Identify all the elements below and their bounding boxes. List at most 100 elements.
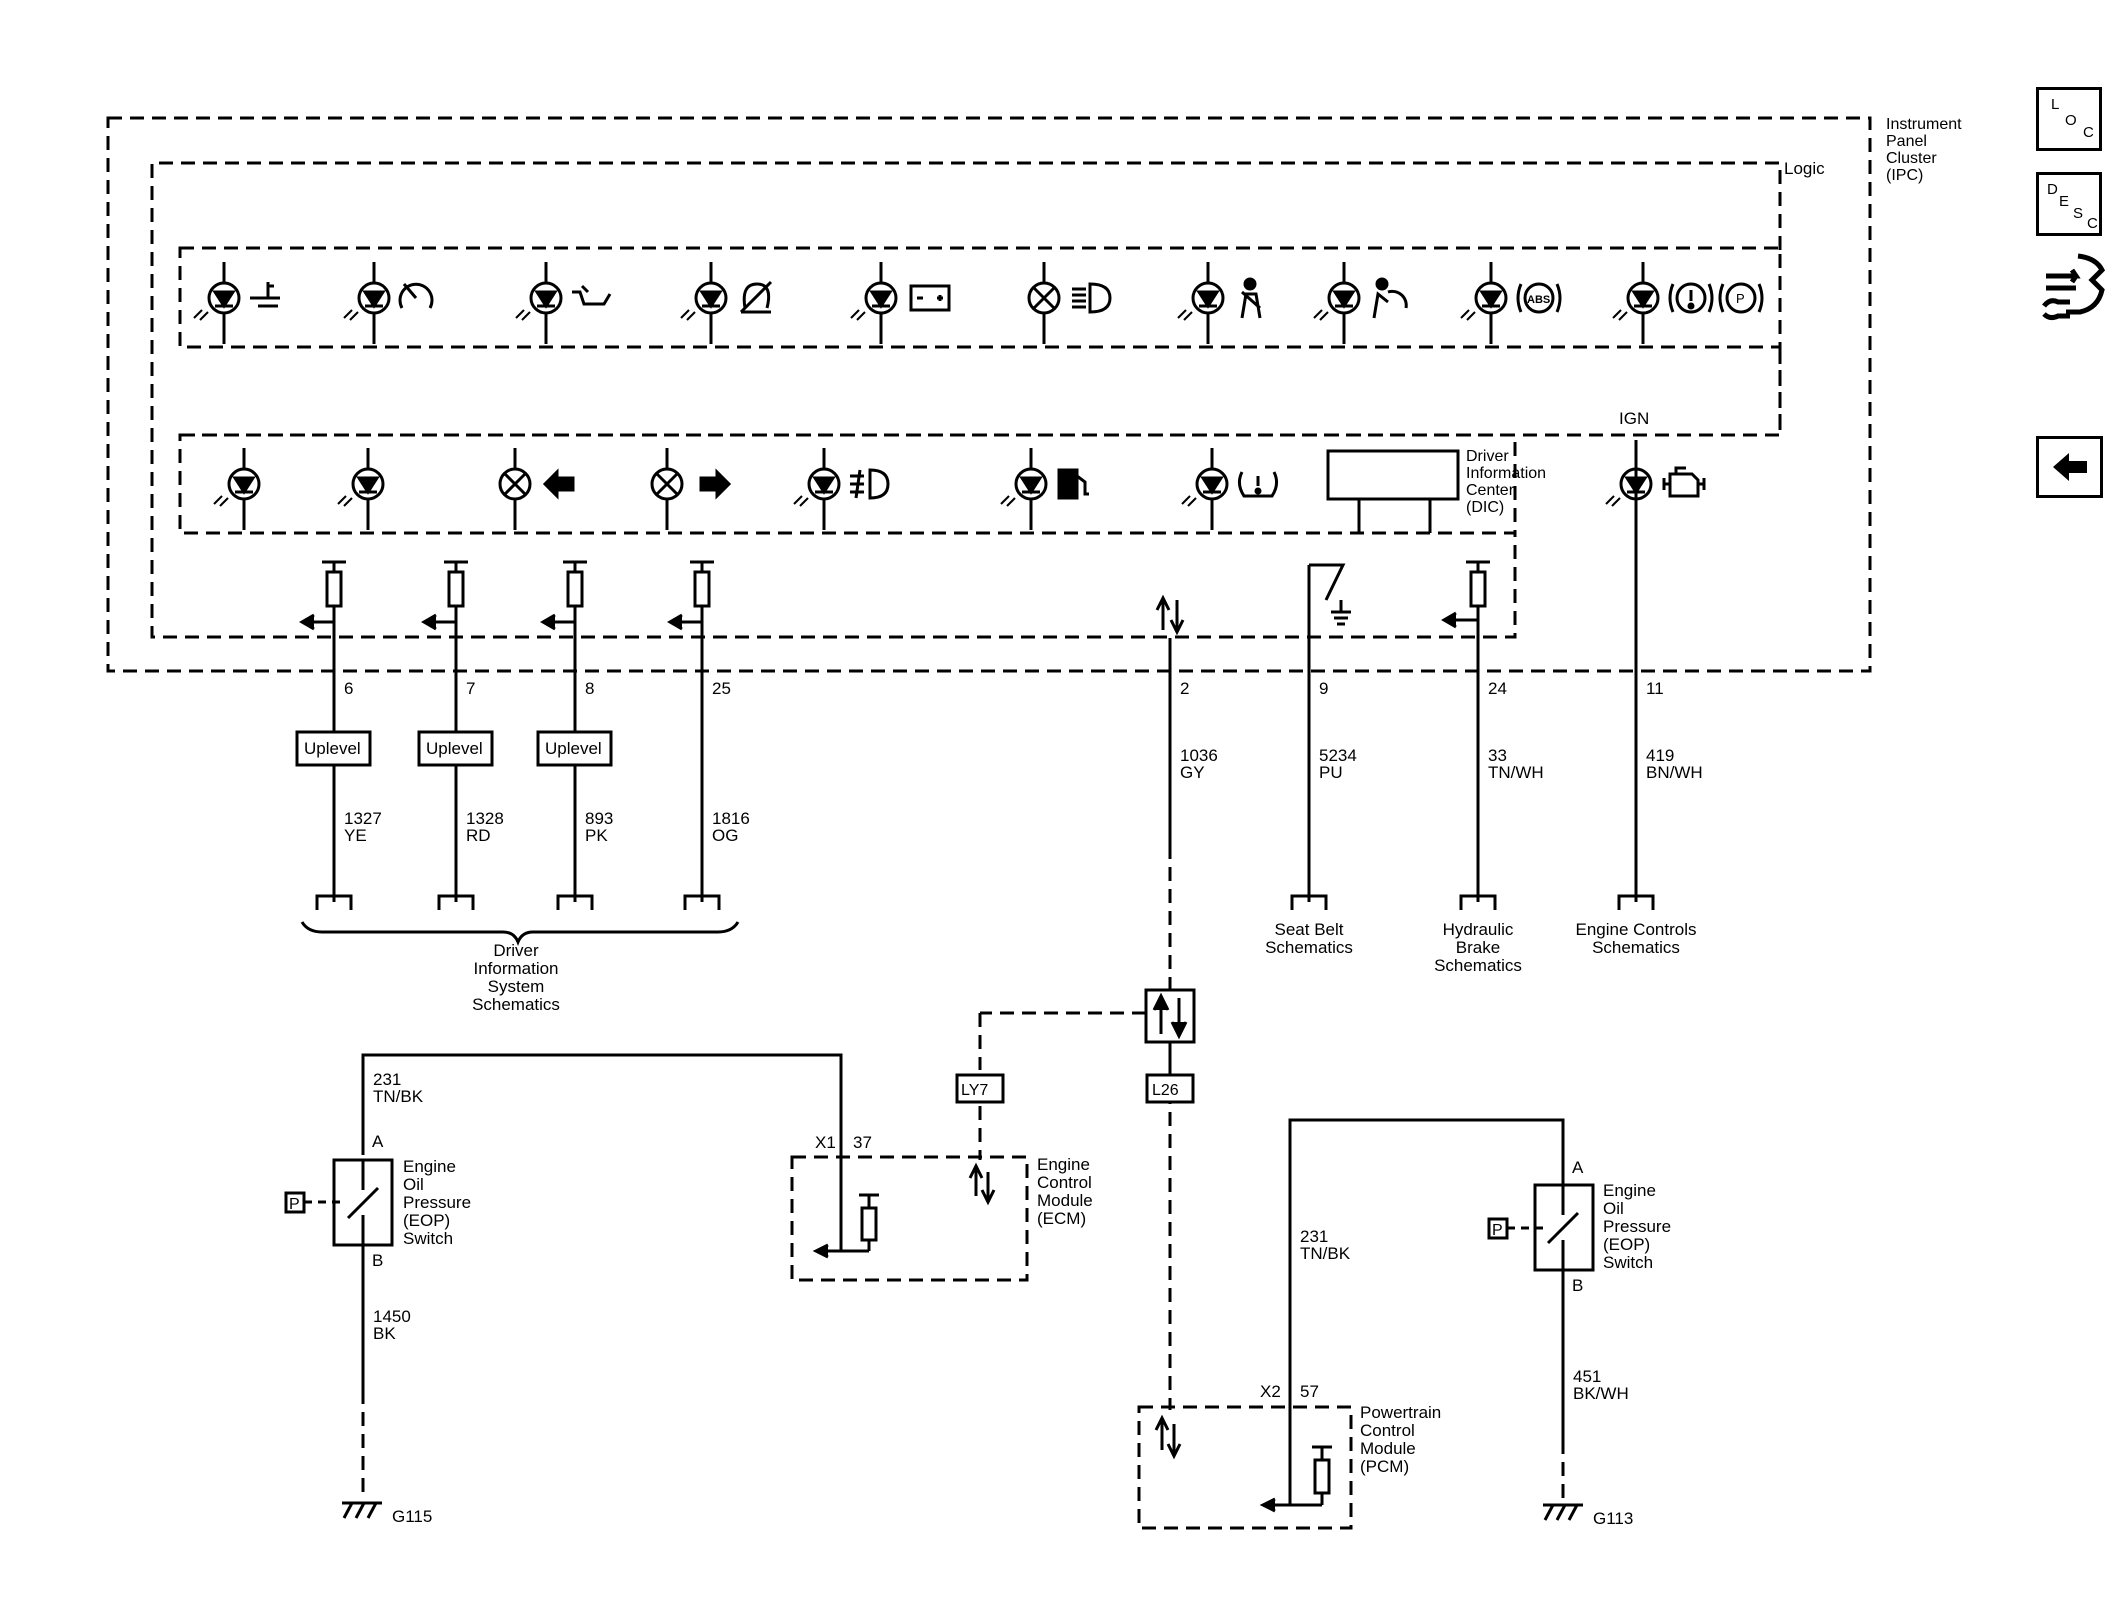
brake-ref-label: Hydraulic [1443, 920, 1514, 939]
indicator-lamp [793, 448, 841, 530]
ipc-output-circuit [295, 560, 372, 900]
pressure-label: P [289, 1196, 300, 1213]
eop-switch-label: Pressure [403, 1193, 471, 1212]
pin-number: 7 [466, 679, 475, 698]
ground-icon [342, 1501, 1583, 1521]
dic-line: Information [1466, 465, 1546, 482]
airbag-icon [1372, 277, 1408, 319]
indicator-lamp [337, 448, 385, 530]
dis-ref-label: Driver [493, 941, 539, 960]
seat-belt-icon [1240, 277, 1262, 319]
pcm-label: Powertrain [1360, 1403, 1441, 1422]
logic-label: Logic [1784, 159, 1825, 178]
connector-terminal [1459, 885, 1497, 910]
brake-ref-label: Brake [1456, 938, 1500, 957]
ground-label: G115 [392, 1507, 432, 1526]
circuit-number: 893 [585, 809, 613, 828]
eop-switch-label: Engine [1603, 1181, 1656, 1200]
ipc-title-line: Panel [1886, 133, 1927, 150]
engine-ref-label: Schematics [1592, 938, 1680, 957]
dis-ref-label: Information [473, 959, 558, 978]
tire-pressure-icon [1237, 471, 1279, 498]
wire-label: 231 [373, 1070, 401, 1089]
eop-switch-label: Engine [403, 1157, 456, 1176]
circuit-number: 1816 [712, 809, 750, 828]
left-turn-icon [542, 468, 575, 500]
description-button[interactable]: D E S C [2036, 172, 2102, 236]
ecm-label: Control [1037, 1173, 1092, 1192]
brake-ref-label: Schematics [1434, 956, 1522, 975]
pcm-label: (PCM) [1360, 1457, 1409, 1476]
park-text: P [1736, 291, 1745, 306]
pin-number: 8 [585, 679, 594, 698]
connector-terminal [1617, 885, 1655, 910]
speedometer-icon [398, 282, 434, 309]
dic-label: Driver Information Center (DIC) [1466, 448, 1546, 516]
pin-label: 37 [853, 1133, 872, 1152]
seatbelt-ref-label: Seat Belt [1275, 920, 1344, 939]
wire-color: OG [712, 826, 738, 845]
wrench-icon[interactable] [2036, 246, 2108, 326]
circuit-number: 1327 [344, 809, 382, 828]
loc-letter: L [2051, 96, 2060, 113]
ipc-output-circuit [417, 560, 494, 900]
ground-label: G113 [1593, 1509, 1633, 1528]
pcm-label: Control [1360, 1421, 1415, 1440]
pin-number: 24 [1488, 679, 1507, 698]
loc-letter: O [2065, 112, 2077, 129]
indicator-lamp [1460, 262, 1508, 344]
uplevel-label: Uplevel [426, 739, 483, 758]
engine-ref-label: Engine Controls [1576, 920, 1697, 939]
uplevel-label: Uplevel [304, 739, 361, 758]
pin-label: 57 [1300, 1382, 1319, 1401]
check-engine-icon [1662, 466, 1706, 498]
oil-pressure-icon [572, 284, 612, 306]
connector-terminal [437, 885, 475, 910]
wire-color: BN/WH [1646, 763, 1703, 782]
ecm-label: Module [1037, 1191, 1093, 1210]
fog-lamp-icon [850, 468, 890, 500]
wire-color: PK [585, 826, 608, 845]
eop-switch-label: Switch [403, 1229, 453, 1248]
circuit-number: 1328 [466, 809, 504, 828]
desc-letter: C [2087, 215, 2098, 232]
eop-switch-label: Switch [1603, 1253, 1653, 1272]
connector-label: X1 [815, 1133, 836, 1152]
pin-label: A [1572, 1158, 1584, 1177]
indicator-lamp [1177, 262, 1225, 344]
indicator-lamp [498, 448, 532, 530]
wire-label: BK/WH [1573, 1384, 1629, 1403]
abs-icon: ABS [1516, 282, 1562, 314]
pressure-label: P [1492, 1222, 1503, 1239]
traction-control-icon [739, 280, 773, 314]
wire-color: PU [1319, 763, 1343, 782]
ipc-title: Instrument Panel Cluster (IPC) [1886, 116, 1962, 184]
location-button[interactable]: L O C [2036, 87, 2102, 151]
wire-label: 451 [1573, 1367, 1601, 1386]
pin-label: B [1572, 1276, 1583, 1295]
eop-switch-label: Oil [403, 1175, 424, 1194]
back-button[interactable] [2036, 436, 2103, 498]
indicator-lamp [1612, 262, 1660, 344]
desc-letter: S [2073, 205, 2084, 222]
indicator-lamp [1181, 448, 1229, 530]
indicator-lamp [343, 262, 391, 344]
wire-label: BK [373, 1324, 396, 1343]
high-beam-icon [1072, 282, 1112, 314]
circuit-number: 419 [1646, 746, 1674, 765]
ipc-output-circuit [536, 560, 613, 900]
indicator-lamp [1000, 448, 1048, 530]
pin-number: 25 [712, 679, 731, 698]
circuit-number: 1036 [1180, 746, 1218, 765]
circuit-number: 33 [1488, 746, 1507, 765]
wire-label: TN/BK [373, 1087, 424, 1106]
indicator-lamp [680, 262, 728, 344]
abs-text: ABS [1527, 294, 1550, 306]
wire-label: 231 [1300, 1227, 1328, 1246]
indicator-lamp [650, 448, 684, 530]
fuel-icon [1057, 468, 1089, 500]
dic-line: (DIC) [1466, 499, 1504, 516]
option-ly7: LY7 [961, 1082, 988, 1099]
